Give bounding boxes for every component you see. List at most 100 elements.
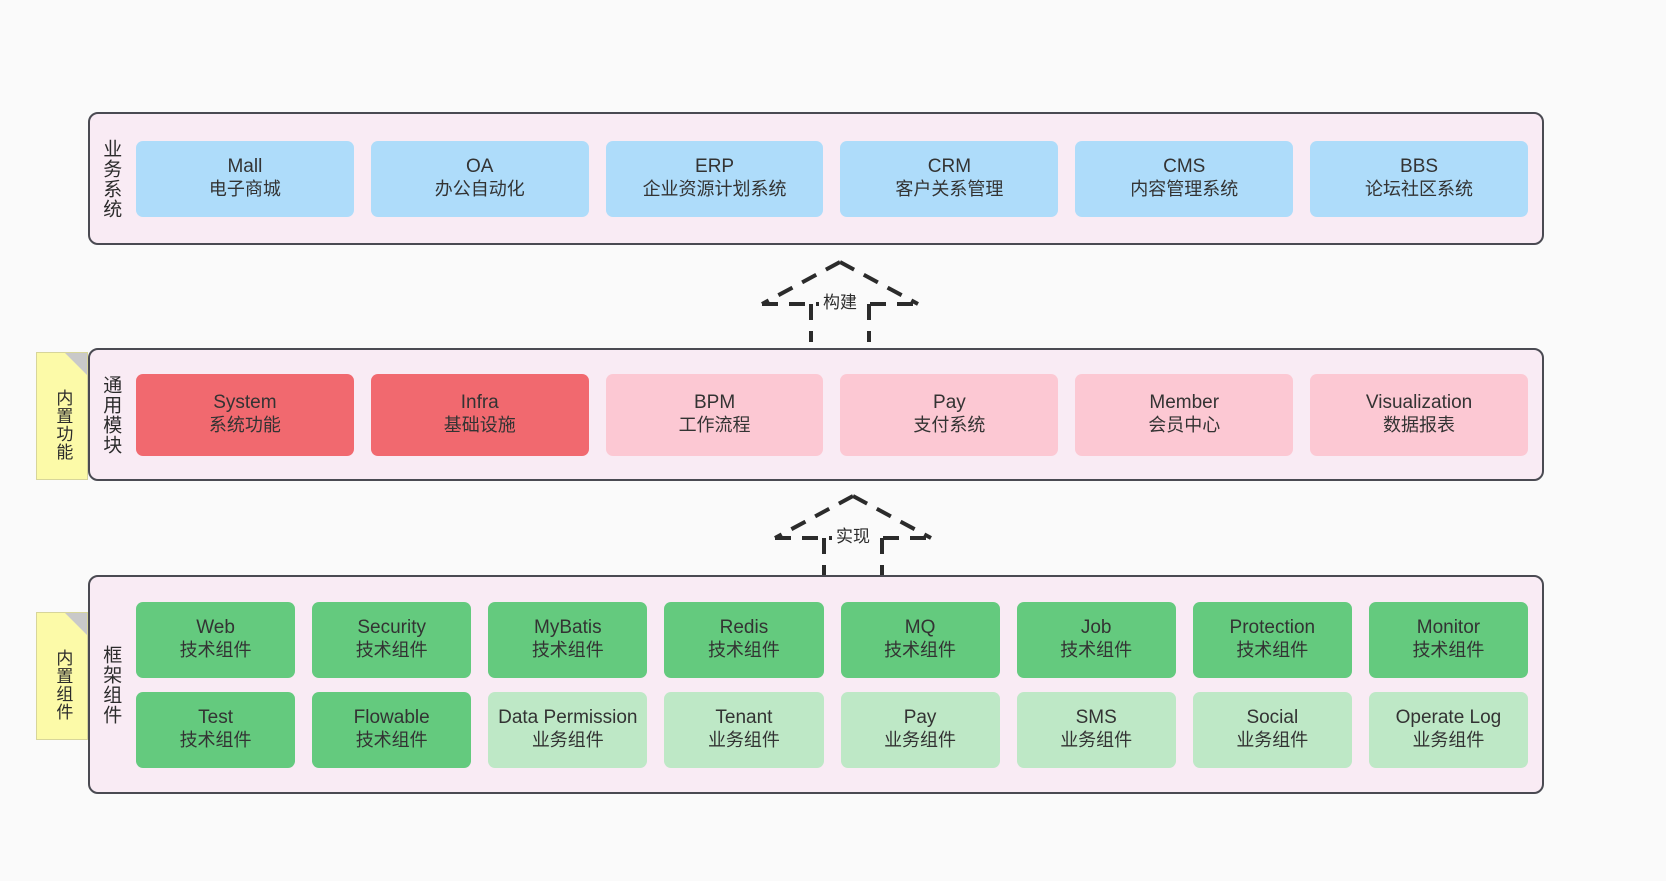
node-desc: 会员中心 (1148, 415, 1221, 436)
node-name: Tenant (715, 707, 773, 729)
node-visualization[interactable]: Visualization 数据报表 (1310, 373, 1528, 456)
node-desc: 业务组件 (531, 730, 604, 751)
node-desc: 论坛社区系统 (1365, 179, 1474, 200)
node-row: System 系统功能 Infra 基础设施 BPM 工作流程 Pay 支付系统… (136, 373, 1528, 456)
node-system[interactable]: System 系统功能 (136, 373, 354, 456)
layer-body-framework: Web 技术组件 Security 技术组件 MyBatis 技术组件 Redi… (130, 577, 1542, 792)
node-desc: 技术组件 (1060, 640, 1133, 661)
node-security[interactable]: Security 技术组件 (312, 601, 472, 678)
layer-title-modules: 通用模块 (100, 374, 122, 455)
layer-business-systems: 业务系统 Mall 电子商城 OA 办公自动化 ERP 企业资源计划系统 CRM… (88, 112, 1544, 245)
node-job[interactable]: Job 技术组件 (1016, 601, 1176, 678)
layer-body-modules: System 系统功能 Infra 基础设施 BPM 工作流程 Pay 支付系统… (130, 350, 1542, 479)
node-desc: 技术组件 (531, 640, 604, 661)
node-desc: 技术组件 (179, 730, 252, 751)
node-name: MQ (904, 617, 936, 639)
node-desc: 内容管理系统 (1130, 179, 1239, 200)
node-bpm[interactable]: BPM 工作流程 (605, 373, 824, 456)
note-fold-corner-icon (65, 613, 87, 635)
node-desc: 业务组件 (1236, 730, 1309, 751)
node-mybatis[interactable]: MyBatis 技术组件 (488, 601, 648, 678)
node-redis[interactable]: Redis 技术组件 (664, 601, 824, 678)
node-desc: 技术组件 (355, 730, 428, 751)
node-name: Social (1246, 707, 1299, 729)
node-pay-business[interactable]: Pay 业务组件 (840, 691, 1000, 768)
node-name: Data Permission (498, 707, 638, 729)
node-name: Visualization (1365, 392, 1473, 414)
note-builtin-component: 内置组件 (36, 612, 88, 740)
note-label: 内置组件 (53, 649, 73, 721)
node-name: Security (357, 617, 426, 639)
connector-implement: 实现 (770, 492, 936, 576)
node-row: Web 技术组件 Security 技术组件 MyBatis 技术组件 Redi… (136, 601, 1528, 678)
node-desc: 技术组件 (707, 640, 780, 661)
node-name: MyBatis (534, 617, 602, 639)
node-name: Pay (933, 392, 966, 414)
node-desc: 企业资源计划系统 (642, 179, 787, 200)
node-name: Operate Log (1395, 707, 1502, 729)
node-name: Monitor (1416, 617, 1481, 639)
note-builtin-function: 内置功能 (36, 352, 88, 480)
node-desc: 系统功能 (208, 415, 281, 436)
node-name: Member (1149, 392, 1220, 414)
node-name: CMS (1163, 156, 1206, 178)
node-desc: 技术组件 (884, 640, 957, 661)
node-name: System (213, 392, 277, 414)
node-name: Test (198, 707, 233, 729)
node-bbs[interactable]: BBS 论坛社区系统 (1310, 140, 1528, 217)
node-desc: 支付系统 (913, 415, 986, 436)
node-name: Job (1080, 617, 1112, 639)
node-cms[interactable]: CMS 内容管理系统 (1075, 140, 1294, 217)
layer-common-modules: 通用模块 System 系统功能 Infra 基础设施 BPM 工作流程 Pay… (88, 348, 1544, 481)
node-row: Mall 电子商城 OA 办公自动化 ERP 企业资源计划系统 CRM 客户关系… (136, 140, 1528, 217)
node-name: ERP (695, 156, 735, 178)
node-name: Web (196, 617, 235, 639)
node-name: Protection (1229, 617, 1316, 639)
node-pay[interactable]: Pay 支付系统 (840, 373, 1059, 456)
node-mall[interactable]: Mall 电子商城 (136, 140, 354, 217)
node-name: BPM (693, 392, 736, 414)
note-label: 内置功能 (53, 389, 73, 461)
connector-label-build: 构建 (819, 288, 861, 313)
node-desc: 技术组件 (355, 640, 428, 661)
node-desc: 办公自动化 (434, 179, 525, 200)
node-test[interactable]: Test 技术组件 (136, 691, 296, 768)
node-crm[interactable]: CRM 客户关系管理 (840, 140, 1059, 217)
node-desc: 业务组件 (1412, 730, 1485, 751)
node-desc: 基础设施 (443, 415, 516, 436)
connector-label-implement: 实现 (832, 522, 874, 547)
node-member[interactable]: Member 会员中心 (1075, 373, 1294, 456)
node-name: SMS (1075, 707, 1117, 729)
node-operate-log[interactable]: Operate Log 业务组件 (1368, 691, 1528, 768)
node-flowable[interactable]: Flowable 技术组件 (312, 691, 472, 768)
node-mq[interactable]: MQ 技术组件 (840, 601, 1000, 678)
node-oa[interactable]: OA 办公自动化 (370, 140, 589, 217)
node-tenant[interactable]: Tenant 业务组件 (664, 691, 824, 768)
layer-body-business: Mall 电子商城 OA 办公自动化 ERP 企业资源计划系统 CRM 客户关系… (130, 114, 1542, 243)
node-protection[interactable]: Protection 技术组件 (1192, 601, 1352, 678)
node-desc: 技术组件 (1236, 640, 1309, 661)
node-social[interactable]: Social 业务组件 (1192, 691, 1352, 768)
node-desc: 工作流程 (678, 415, 751, 436)
note-fold-corner-icon (65, 353, 87, 375)
node-row: Test 技术组件 Flowable 技术组件 Data Permission … (136, 691, 1528, 768)
node-desc: 技术组件 (179, 640, 252, 661)
connector-build: 构建 (757, 258, 923, 342)
node-desc: 业务组件 (884, 730, 957, 751)
layer-title-framework: 框架组件 (100, 644, 122, 725)
node-name: Infra (460, 392, 499, 414)
node-desc: 客户关系管理 (895, 179, 1004, 200)
node-infra[interactable]: Infra 基础设施 (370, 373, 589, 456)
node-erp[interactable]: ERP 企业资源计划系统 (605, 140, 824, 217)
layer-framework-components: 框架组件 Web 技术组件 Security 技术组件 MyBatis 技术组件… (88, 575, 1544, 794)
layer-title-business: 业务系统 (100, 138, 122, 219)
node-name: CRM (927, 156, 972, 178)
node-monitor[interactable]: Monitor 技术组件 (1368, 601, 1528, 678)
node-data-permission[interactable]: Data Permission 业务组件 (488, 691, 648, 768)
node-desc: 业务组件 (1060, 730, 1133, 751)
generalization-arrow-icon (774, 494, 932, 576)
node-web[interactable]: Web 技术组件 (136, 601, 296, 678)
node-sms[interactable]: SMS 业务组件 (1016, 691, 1176, 768)
generalization-arrow-icon (761, 260, 919, 342)
